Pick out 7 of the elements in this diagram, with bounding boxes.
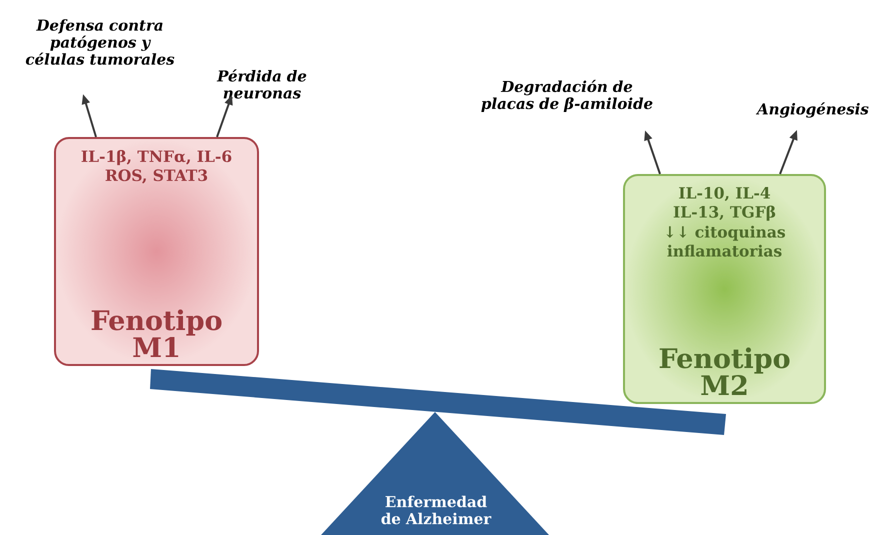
- fulcrum-triangle: Enfermedad de Alzheimer: [321, 412, 549, 535]
- outcome-label: Pérdida de neuronas: [216, 69, 306, 99]
- phenotype-box: IL-10, IL-4 IL-13, TGFβ ↓↓ citoquinas inflamatorias Fenotipo M2: [623, 174, 826, 404]
- phenotype-box: IL-1β, TNFα, IL-6 ROS, STAT3 Fenotipo M1: [54, 137, 259, 366]
- outcome-label: Degradación de placas de β-amiloide: [481, 80, 652, 112]
- outcome-label: Defensa contra patógenos y células tumorales: [26, 19, 174, 65]
- outcome-label: Angiogénesis: [756, 102, 868, 118]
